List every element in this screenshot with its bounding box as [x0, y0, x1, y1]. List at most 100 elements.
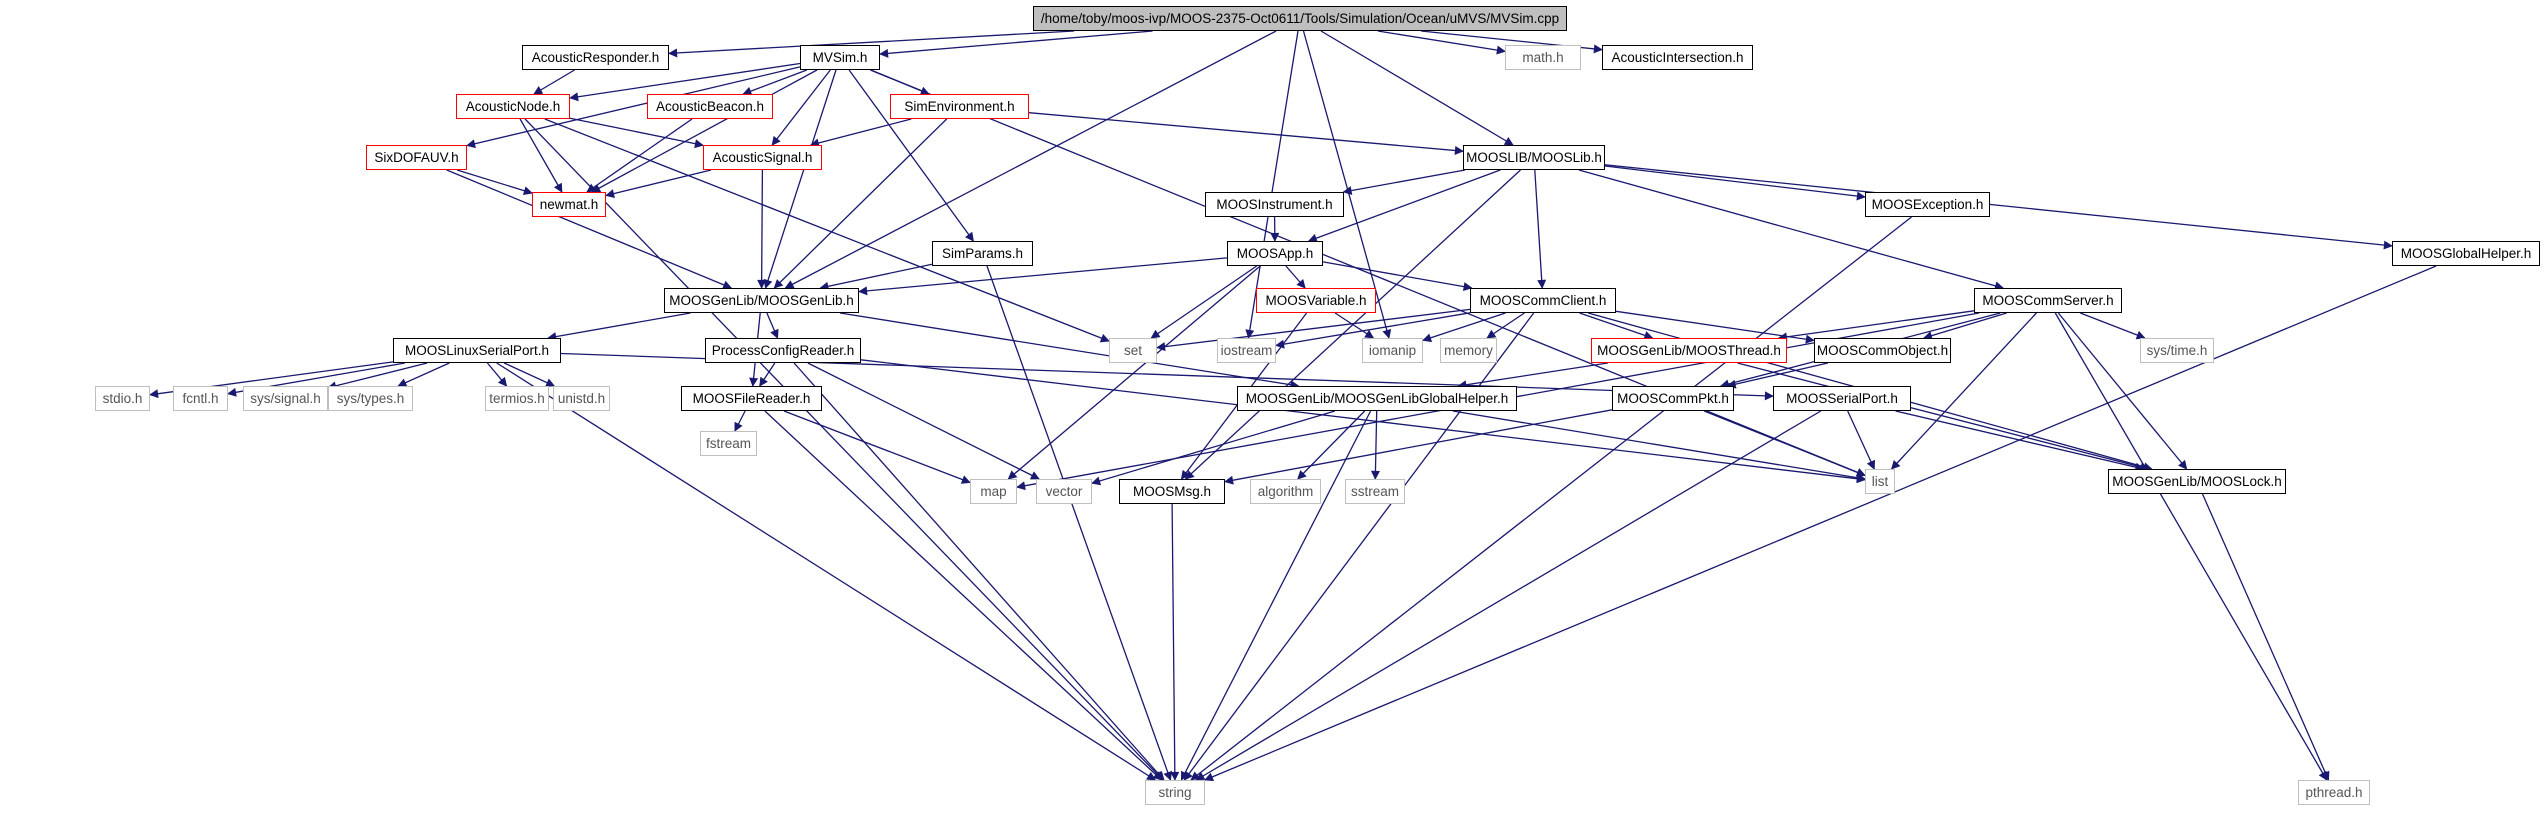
node-moosliblib[interactable]: MOOSLIB/MOOSLib.h [1463, 145, 1605, 170]
include-edge-simenv-to-moosliblib [1028, 112, 1464, 155]
node-syssignal: sys/signal.h [243, 386, 328, 411]
node-filereader[interactable]: MOOSFileReader.h [681, 386, 822, 411]
include-edge-genlibglobal-to-string [1180, 410, 1372, 781]
node-root[interactable]: /home/toby/moos-ivp/MOOS-2375-Oct0611/To… [1033, 6, 1567, 31]
node-fcntl: fcntl.h [173, 386, 228, 411]
node-mooinst[interactable]: MOOSInstrument.h [1205, 192, 1344, 217]
node-acbeacon[interactable]: AcousticBeacon.h [647, 94, 773, 119]
node-label: sys/time.h [2146, 342, 2208, 358]
node-linuxserial[interactable]: MOOSLinuxSerialPort.h [393, 338, 561, 363]
node-acresp[interactable]: AcousticResponder.h [522, 45, 669, 70]
node-label: string [1158, 784, 1192, 800]
node-label: /home/toby/moos-ivp/MOOS-2375-Oct0611/To… [1040, 10, 1560, 26]
include-edge-moosvar-to-iomanip [1334, 312, 1375, 339]
include-edge-root-to-iostream [1245, 30, 1299, 339]
include-edge-root-to-math [1377, 30, 1506, 55]
include-edge-commpkt-to-moosmsg [1224, 409, 1613, 485]
node-label: MOOSCommClient.h [1479, 292, 1607, 308]
include-edge-root-to-acresp [668, 30, 1075, 58]
node-commserver[interactable]: MOOSCommServer.h [1974, 288, 2122, 313]
node-label: MOOSVariable.h [1265, 292, 1367, 308]
node-list: list [1865, 469, 1895, 494]
include-edge-linuxserial-to-syssignal [327, 362, 428, 391]
include-edge-linuxserial-to-systypes [397, 362, 450, 387]
node-label: MOOSCommPkt.h [1617, 390, 1729, 406]
node-genlibglobal[interactable]: MOOSGenLib/MOOSGenLibGlobalHelper.h [1237, 386, 1517, 411]
node-label: MOOSMsg.h [1132, 483, 1211, 499]
node-newmat[interactable]: newmat.h [532, 192, 606, 217]
include-edge-mvsim-to-simparams [848, 69, 974, 242]
node-math: math.h [1505, 45, 1581, 70]
node-label: math.h [1522, 49, 1564, 65]
include-edge-filereader-to-fstream [734, 410, 746, 432]
include-edge-filereader-to-map [783, 410, 971, 484]
include-edge-simparams-to-string [986, 265, 1173, 781]
node-label: newmat.h [539, 196, 599, 212]
node-simenv[interactable]: SimEnvironment.h [890, 94, 1029, 119]
node-vector: vector [1036, 479, 1092, 504]
node-commclient[interactable]: MOOSCommClient.h [1470, 288, 1616, 313]
node-label: pthread.h [2305, 784, 2363, 800]
include-edge-mvsim-to-acnode [569, 62, 801, 102]
node-serialport[interactable]: MOOSSerialPort.h [1773, 386, 1911, 411]
include-edge-genlib-to-genlibglobal [839, 312, 1300, 390]
node-moosvar[interactable]: MOOSVariable.h [1256, 288, 1376, 313]
include-edge-sixdof-to-genlib [446, 169, 733, 290]
include-edge-acnode-to-newmat [519, 118, 563, 193]
include-edge-genlibglobal-to-algorithm [1297, 410, 1366, 480]
node-label: set [1123, 342, 1142, 358]
node-sixdof[interactable]: SixDOFAUV.h [366, 145, 467, 170]
node-globalhelper[interactable]: MOOSGlobalHelper.h [2392, 241, 2540, 266]
node-label: memory [1444, 342, 1493, 358]
include-edge-pcr-to-list [860, 359, 1866, 484]
include-edge-commserver-to-commobject [1923, 312, 2007, 340]
node-label: list [1871, 473, 1889, 489]
node-pcr[interactable]: ProcessConfigReader.h [705, 338, 861, 363]
node-simparams[interactable]: SimParams.h [932, 241, 1033, 266]
node-mvsim[interactable]: MVSim.h [800, 45, 880, 70]
include-edge-simparams-to-genlib [819, 263, 933, 291]
include-edge-mvsim-to-newmat [591, 69, 818, 193]
include-edge-genlibglobal-to-vector [1091, 410, 1336, 486]
node-label: SimEnvironment.h [904, 98, 1015, 114]
node-genlib[interactable]: MOOSGenLib/MOOSGenLib.h [664, 288, 859, 313]
include-edge-sixdof-to-newmat [456, 169, 533, 196]
node-label: sys/types.h [336, 390, 405, 406]
node-label: vector [1045, 483, 1083, 499]
node-fstream: fstream [700, 431, 757, 456]
node-commobject[interactable]: MOOSCommObject.h [1814, 338, 1951, 363]
node-label: MOOSCommServer.h [1982, 292, 2114, 308]
node-mooslock[interactable]: MOOSGenLib/MOOSLock.h [2108, 469, 2286, 494]
include-edge-genlib-to-linuxserial [547, 312, 691, 342]
node-acsig[interactable]: AcousticSignal.h [703, 145, 822, 170]
include-edge-commserver-to-systime [2080, 312, 2146, 340]
include-edge-moosapp-to-moosvar [1285, 265, 1306, 289]
node-acnode[interactable]: AcousticNode.h [456, 94, 570, 119]
node-label: fcntl.h [182, 390, 219, 406]
include-edge-mvsim-to-sixdof [466, 66, 801, 149]
include-edge-moosthread-to-genlibglobal [1457, 362, 1608, 390]
node-mooexc[interactable]: MOOSException.h [1865, 192, 1990, 217]
include-edge-moosliblib-to-mooexc [1604, 165, 1866, 201]
include-edge-moosliblib-to-moosapp [1307, 169, 1501, 243]
node-label: MVSim.h [812, 49, 868, 65]
include-edge-genlib-to-pcr [766, 312, 779, 339]
node-label: MOOSGenLib/MOOSGenLibGlobalHelper.h [1245, 390, 1509, 406]
include-edge-root-to-genlib [784, 30, 1277, 289]
include-edge-commserver-to-pthread [2054, 312, 2328, 781]
node-acinter[interactable]: AcousticIntersection.h [1602, 45, 1753, 70]
node-moosmsg[interactable]: MOOSMsg.h [1119, 479, 1225, 504]
node-label: unistd.h [557, 390, 606, 406]
node-commpkt[interactable]: MOOSCommPkt.h [1612, 386, 1734, 411]
node-label: SixDOFAUV.h [374, 149, 459, 165]
include-edge-serialport-to-mooslock [1895, 410, 2145, 472]
node-moosthread[interactable]: MOOSGenLib/MOOSThread.h [1591, 338, 1787, 363]
node-label: MOOSInstrument.h [1216, 196, 1333, 212]
include-edge-root-to-iomanip [1302, 30, 1392, 339]
node-moosapp[interactable]: MOOSApp.h [1227, 241, 1323, 266]
node-label: MOOSApp.h [1236, 245, 1314, 261]
node-stdio: stdio.h [95, 386, 150, 411]
node-label: AcousticIntersection.h [1611, 49, 1744, 65]
include-edge-pcr-to-vector [807, 362, 1040, 480]
